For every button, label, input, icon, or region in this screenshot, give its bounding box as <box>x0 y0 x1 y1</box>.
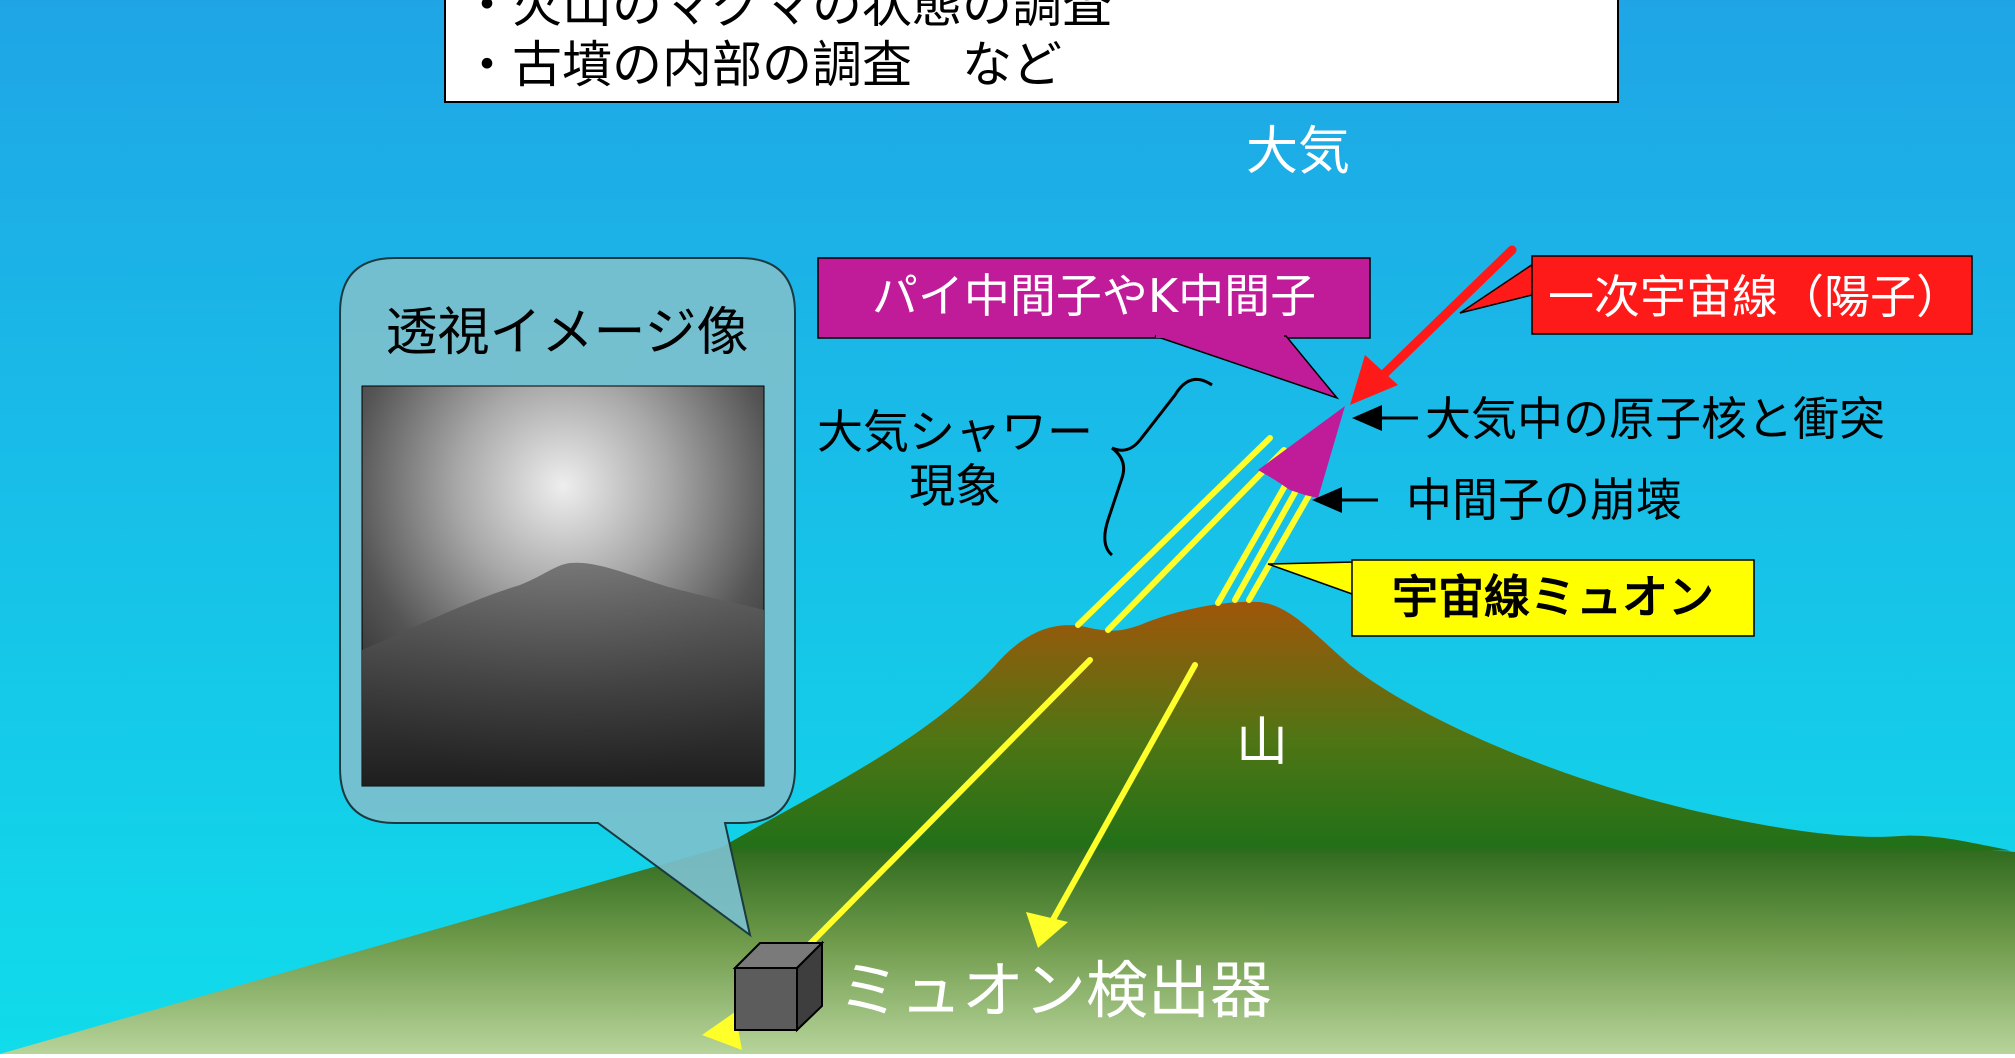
air-shower-fan <box>1258 406 1345 498</box>
radiograph-title: 透視イメージ像 <box>386 303 749 363</box>
muon-track-4 <box>1232 475 1306 603</box>
collision-pointer <box>1352 405 1418 431</box>
detector-label: ミュオン検出器 <box>838 954 1272 1027</box>
air-shower-label-line1: 大気シャワー <box>817 405 1093 459</box>
meson-callout: パイ中間子やK中間子 <box>817 257 1371 400</box>
muon-callout: 宇宙線ミュオン <box>1267 559 1755 637</box>
meson-decay-label: 中間子の崩壊 <box>1406 473 1682 527</box>
radiograph-image <box>361 385 765 787</box>
muon-track-5 <box>1246 487 1315 603</box>
shower-brace-icon <box>1103 377 1213 557</box>
muon-arrowhead-2 <box>1026 912 1068 948</box>
mountain-label: 山 <box>1236 713 1288 773</box>
detector-cube-icon <box>732 940 825 1033</box>
ground-front-surface <box>0 848 2015 1054</box>
air-shower-label-line2: 現象 <box>909 459 1001 513</box>
primary-ray-callout: 一次宇宙線（陽子） <box>1459 255 1973 335</box>
muon-track-1 <box>1075 435 1273 628</box>
meson-label: パイ中間子やK中間子 <box>872 269 1316 323</box>
mountain <box>720 601 2008 852</box>
muon-track-3 <box>1215 467 1297 606</box>
decay-pointer <box>1312 487 1378 513</box>
primary-ray-arrow <box>1350 245 1517 405</box>
radiograph-callout: 透視イメージ像 <box>339 257 796 938</box>
muon-track-2 <box>1105 447 1287 633</box>
muon-track-through-mountain <box>1047 662 1198 928</box>
purpose-box: ・火山のマグマの状態の調査 ・古墳の内部の調査 など <box>444 0 1619 103</box>
atmosphere-label: 大気 <box>1246 122 1350 182</box>
collision-label: 大気中の原子核と衝突 <box>1425 392 1885 446</box>
primary-ray-label: 一次宇宙線（陽子） <box>1548 270 1962 324</box>
purpose-line-1: ・火山のマグマの状態の調査 <box>462 0 1112 34</box>
muon-arrowhead-1 <box>702 1012 742 1050</box>
muon-label: 宇宙線ミュオン <box>1392 570 1714 624</box>
purpose-line-2: ・古墳の内部の調査 など <box>462 36 1062 94</box>
